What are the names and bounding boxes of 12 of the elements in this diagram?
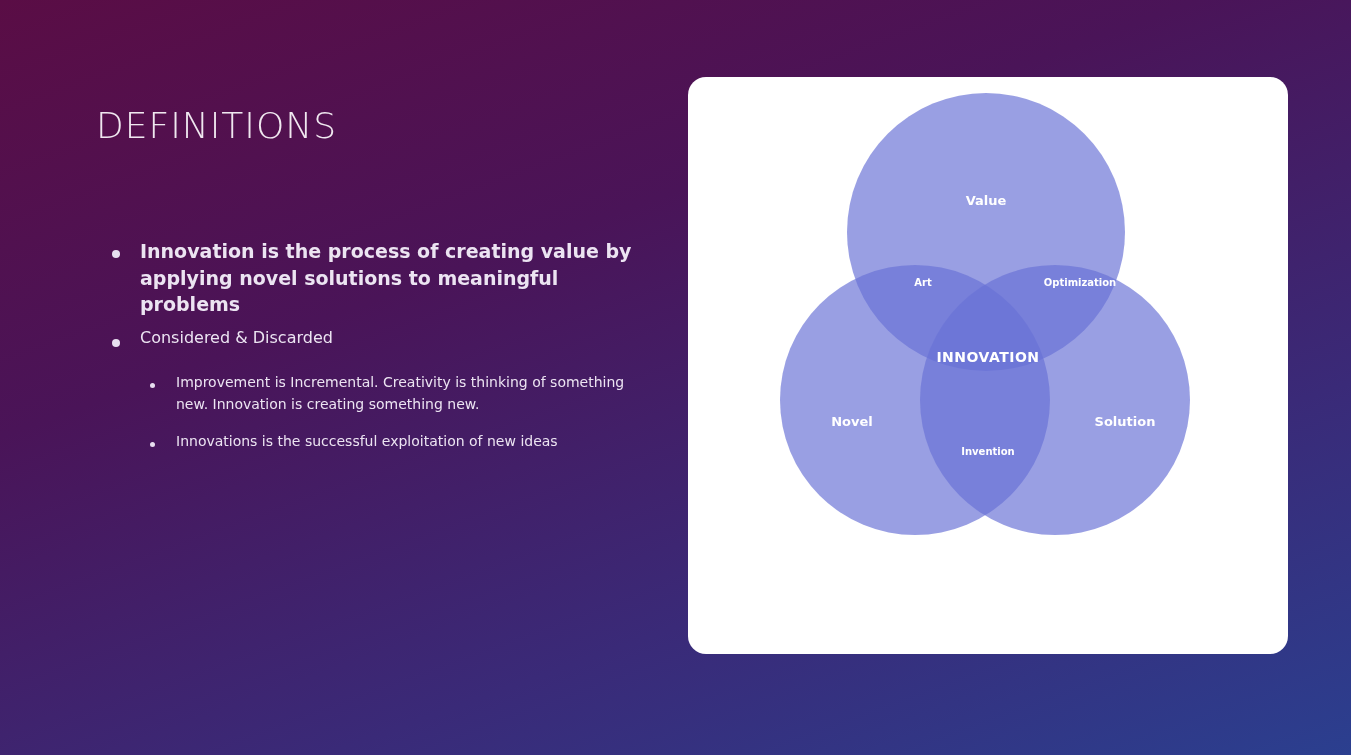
slide-title: DEFINITIONS	[96, 105, 338, 146]
bullet-text: Innovation is the process of creating value by applying novel solutions to meaningful problems	[140, 239, 633, 318]
sub-bullet-text: Improvement is Incremental. Creativity is thinking of something new. Innovation is creating something new.	[176, 373, 626, 414]
overlap-label: Optimization	[1043, 276, 1117, 288]
sub-bullet-text: Innovations is the successful exploitation of new ideas	[176, 432, 559, 451]
overlap-label: Invention	[961, 445, 1015, 457]
overlap-label: INNOVATION	[936, 349, 1040, 365]
circle-label: Novel	[831, 413, 873, 429]
circle-label: Solution	[1094, 413, 1156, 429]
circle-label: Value	[965, 192, 1007, 208]
overlap-label: Art	[914, 276, 932, 288]
bullet-text: Considered & Discarded	[140, 327, 334, 349]
